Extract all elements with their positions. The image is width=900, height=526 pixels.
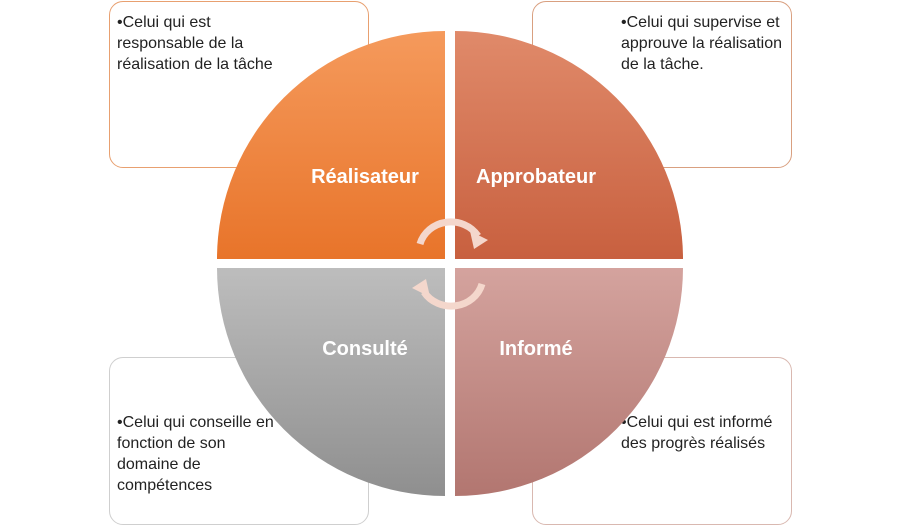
label-approbateur: Approbateur bbox=[476, 166, 596, 188]
note-text-informe: Celui qui est informé des progrès réalis… bbox=[621, 412, 786, 454]
quadrant-approbateur bbox=[455, 31, 683, 259]
note-text-realisateur: Celui qui est responsable de la réalisat… bbox=[117, 12, 287, 75]
quadrant-informe bbox=[455, 268, 683, 496]
label-consulte: Consulté bbox=[322, 338, 408, 360]
label-informe: Informé bbox=[499, 338, 572, 360]
cycle-arrows-icon bbox=[412, 218, 488, 310]
note-text-consulte: Celui qui conseille en fonction de son d… bbox=[117, 412, 287, 496]
note-text-approbateur: Celui qui supervise et approuve la réali… bbox=[621, 12, 786, 75]
quadrant-consulte bbox=[217, 268, 445, 496]
label-realisateur: Réalisateur bbox=[311, 166, 419, 188]
cycle-arrow-top bbox=[416, 218, 481, 246]
quadrant-realisateur bbox=[217, 31, 445, 259]
cycle-arrow-bottom bbox=[421, 282, 486, 310]
